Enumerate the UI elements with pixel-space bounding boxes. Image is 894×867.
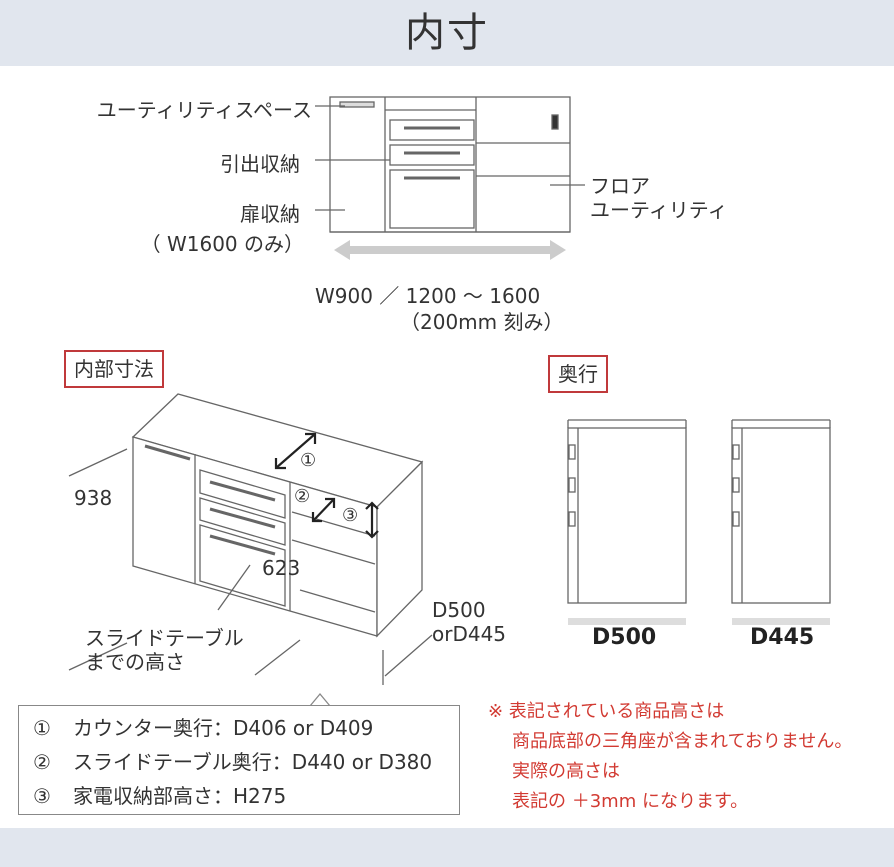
label-utility-space: ユーティリティスペース (96, 98, 312, 122)
note-line-1: ※ 表記されている商品高さは (488, 701, 725, 722)
note-line-4: 表記の ＋3mm になります。 (512, 791, 749, 812)
dim-height-938: 938 (74, 486, 113, 510)
dim-height-623: 623 (262, 556, 301, 580)
width-arrow (334, 240, 566, 260)
depth-profile-d500 (567, 419, 687, 604)
marker-2: ② (294, 486, 311, 507)
page-title: 内寸 (405, 10, 489, 56)
depth-label-1: D500 (432, 598, 486, 622)
marker-1: ① (300, 450, 317, 471)
interior-cabinet (68, 393, 433, 685)
depth-profile-d445 (731, 419, 831, 604)
header-band: 内寸 (0, 0, 894, 66)
depth-d445-label: D445 (750, 625, 815, 650)
overview-cabinet (329, 96, 571, 233)
note-line-3: 実際の高さは (512, 761, 620, 782)
label-floor-utility-2: ユーティリティ (590, 198, 728, 222)
slide-table-label-2: までの高さ (85, 650, 185, 674)
depth-d500-label: D500 (592, 625, 657, 650)
label-drawer-storage: 引出収納 (220, 152, 300, 176)
label-floor-utility-1: フロア (590, 174, 650, 198)
interior-tag: 内部寸法 (64, 350, 164, 388)
dimension-arrows (274, 432, 379, 539)
label-door-storage: 扉収納 (240, 202, 300, 226)
footer-band (0, 828, 894, 867)
width-label: W900 ／ 1200 ～ 1600 (315, 284, 541, 308)
depth-label-2: orD445 (432, 622, 507, 646)
slide-table-label-1: スライドテーブル (85, 626, 244, 650)
marker-3: ③ (342, 505, 359, 526)
width-note: （200mm 刻み） (400, 310, 564, 334)
note-line-2: 商品底部の三角座が含まれておりません。 (512, 731, 853, 752)
depth-tag: 奥行 (548, 355, 608, 393)
label-door-storage-note: （ W1600 のみ） (140, 232, 304, 256)
